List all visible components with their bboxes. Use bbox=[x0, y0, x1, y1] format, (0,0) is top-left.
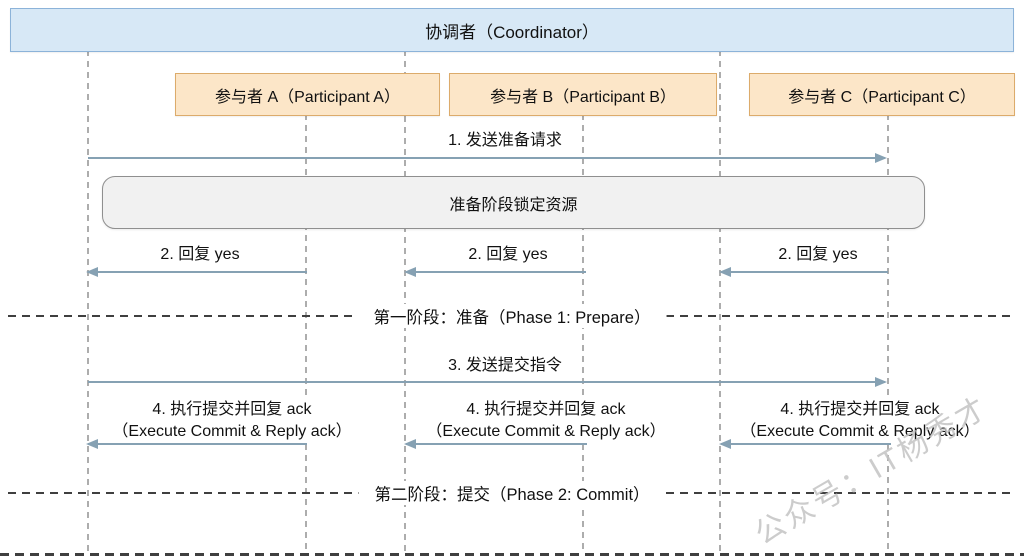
commit-ack-label-a-line1: 4. 执行提交并回复 ack bbox=[152, 401, 312, 418]
commit-command-arrow bbox=[88, 381, 885, 383]
commit-ack-label-a: 4. 执行提交并回复 ack （Execute Commit & Reply a… bbox=[109, 399, 355, 443]
reply-yes-arrow-b bbox=[406, 271, 586, 273]
commit-command-label: 3. 发送提交指令 bbox=[445, 355, 565, 377]
prepare-request-arrow bbox=[88, 157, 885, 159]
commit-ack-label-b: 4. 执行提交并回复 ack （Execute Commit & Reply a… bbox=[423, 399, 669, 443]
commit-ack-label-c-line2: （Execute Commit & Reply ack） bbox=[740, 423, 980, 440]
participant-box-c: 参与者 C（Participant C） bbox=[749, 73, 1015, 116]
participant-c-lifeline bbox=[887, 114, 889, 554]
bottom-dashed-line bbox=[0, 553, 1024, 556]
coordinator-lifeline-middle bbox=[404, 50, 406, 554]
commit-ack-arrow-b bbox=[406, 443, 587, 445]
coordinator-lifeline-left bbox=[87, 50, 89, 554]
commit-ack-label-c: 4. 执行提交并回复 ack （Execute Commit & Reply a… bbox=[737, 399, 983, 443]
commit-ack-arrow-c bbox=[721, 443, 891, 445]
commit-ack-label-b-line1: 4. 执行提交并回复 ack bbox=[466, 401, 626, 418]
participant-b-lifeline bbox=[582, 114, 584, 554]
prepare-lock-note-label: 准备阶段锁定资源 bbox=[449, 196, 578, 214]
reply-yes-arrow-c bbox=[721, 271, 888, 273]
phase2-divider-label: 第二阶段：提交（Phase 2: Commit） bbox=[358, 481, 666, 505]
coordinator-box: 协调者（Coordinator） bbox=[10, 8, 1014, 52]
prepare-request-label: 1. 发送准备请求 bbox=[445, 130, 565, 152]
reply-yes-label-c: 2. 回复 yes bbox=[775, 244, 861, 266]
prepare-lock-note: 准备阶段锁定资源 bbox=[102, 176, 925, 229]
participant-a-lifeline bbox=[305, 114, 307, 554]
commit-ack-label-a-line2: （Execute Commit & Reply ack） bbox=[112, 423, 352, 440]
coordinator-label: 协调者（Coordinator） bbox=[425, 22, 599, 42]
coordinator-lifeline-right bbox=[719, 50, 721, 554]
participant-c-label: 参与者 C（Participant C） bbox=[788, 88, 976, 106]
participant-a-label: 参与者 A（Participant A） bbox=[215, 88, 400, 106]
reply-yes-arrow-a bbox=[88, 271, 307, 273]
reply-yes-label-b: 2. 回复 yes bbox=[465, 244, 551, 266]
reply-yes-label-a: 2. 回复 yes bbox=[157, 244, 243, 266]
commit-ack-arrow-a bbox=[88, 443, 307, 445]
phase1-divider-label: 第一阶段：准备（Phase 1: Prepare） bbox=[357, 304, 667, 328]
commit-ack-label-b-line2: （Execute Commit & Reply ack） bbox=[426, 423, 666, 440]
participant-box-a: 参与者 A（Participant A） bbox=[175, 73, 440, 116]
participant-box-b: 参与者 B（Participant B） bbox=[449, 73, 717, 116]
participant-b-label: 参与者 B（Participant B） bbox=[490, 88, 676, 106]
commit-ack-label-c-line1: 4. 执行提交并回复 ack bbox=[780, 401, 940, 418]
